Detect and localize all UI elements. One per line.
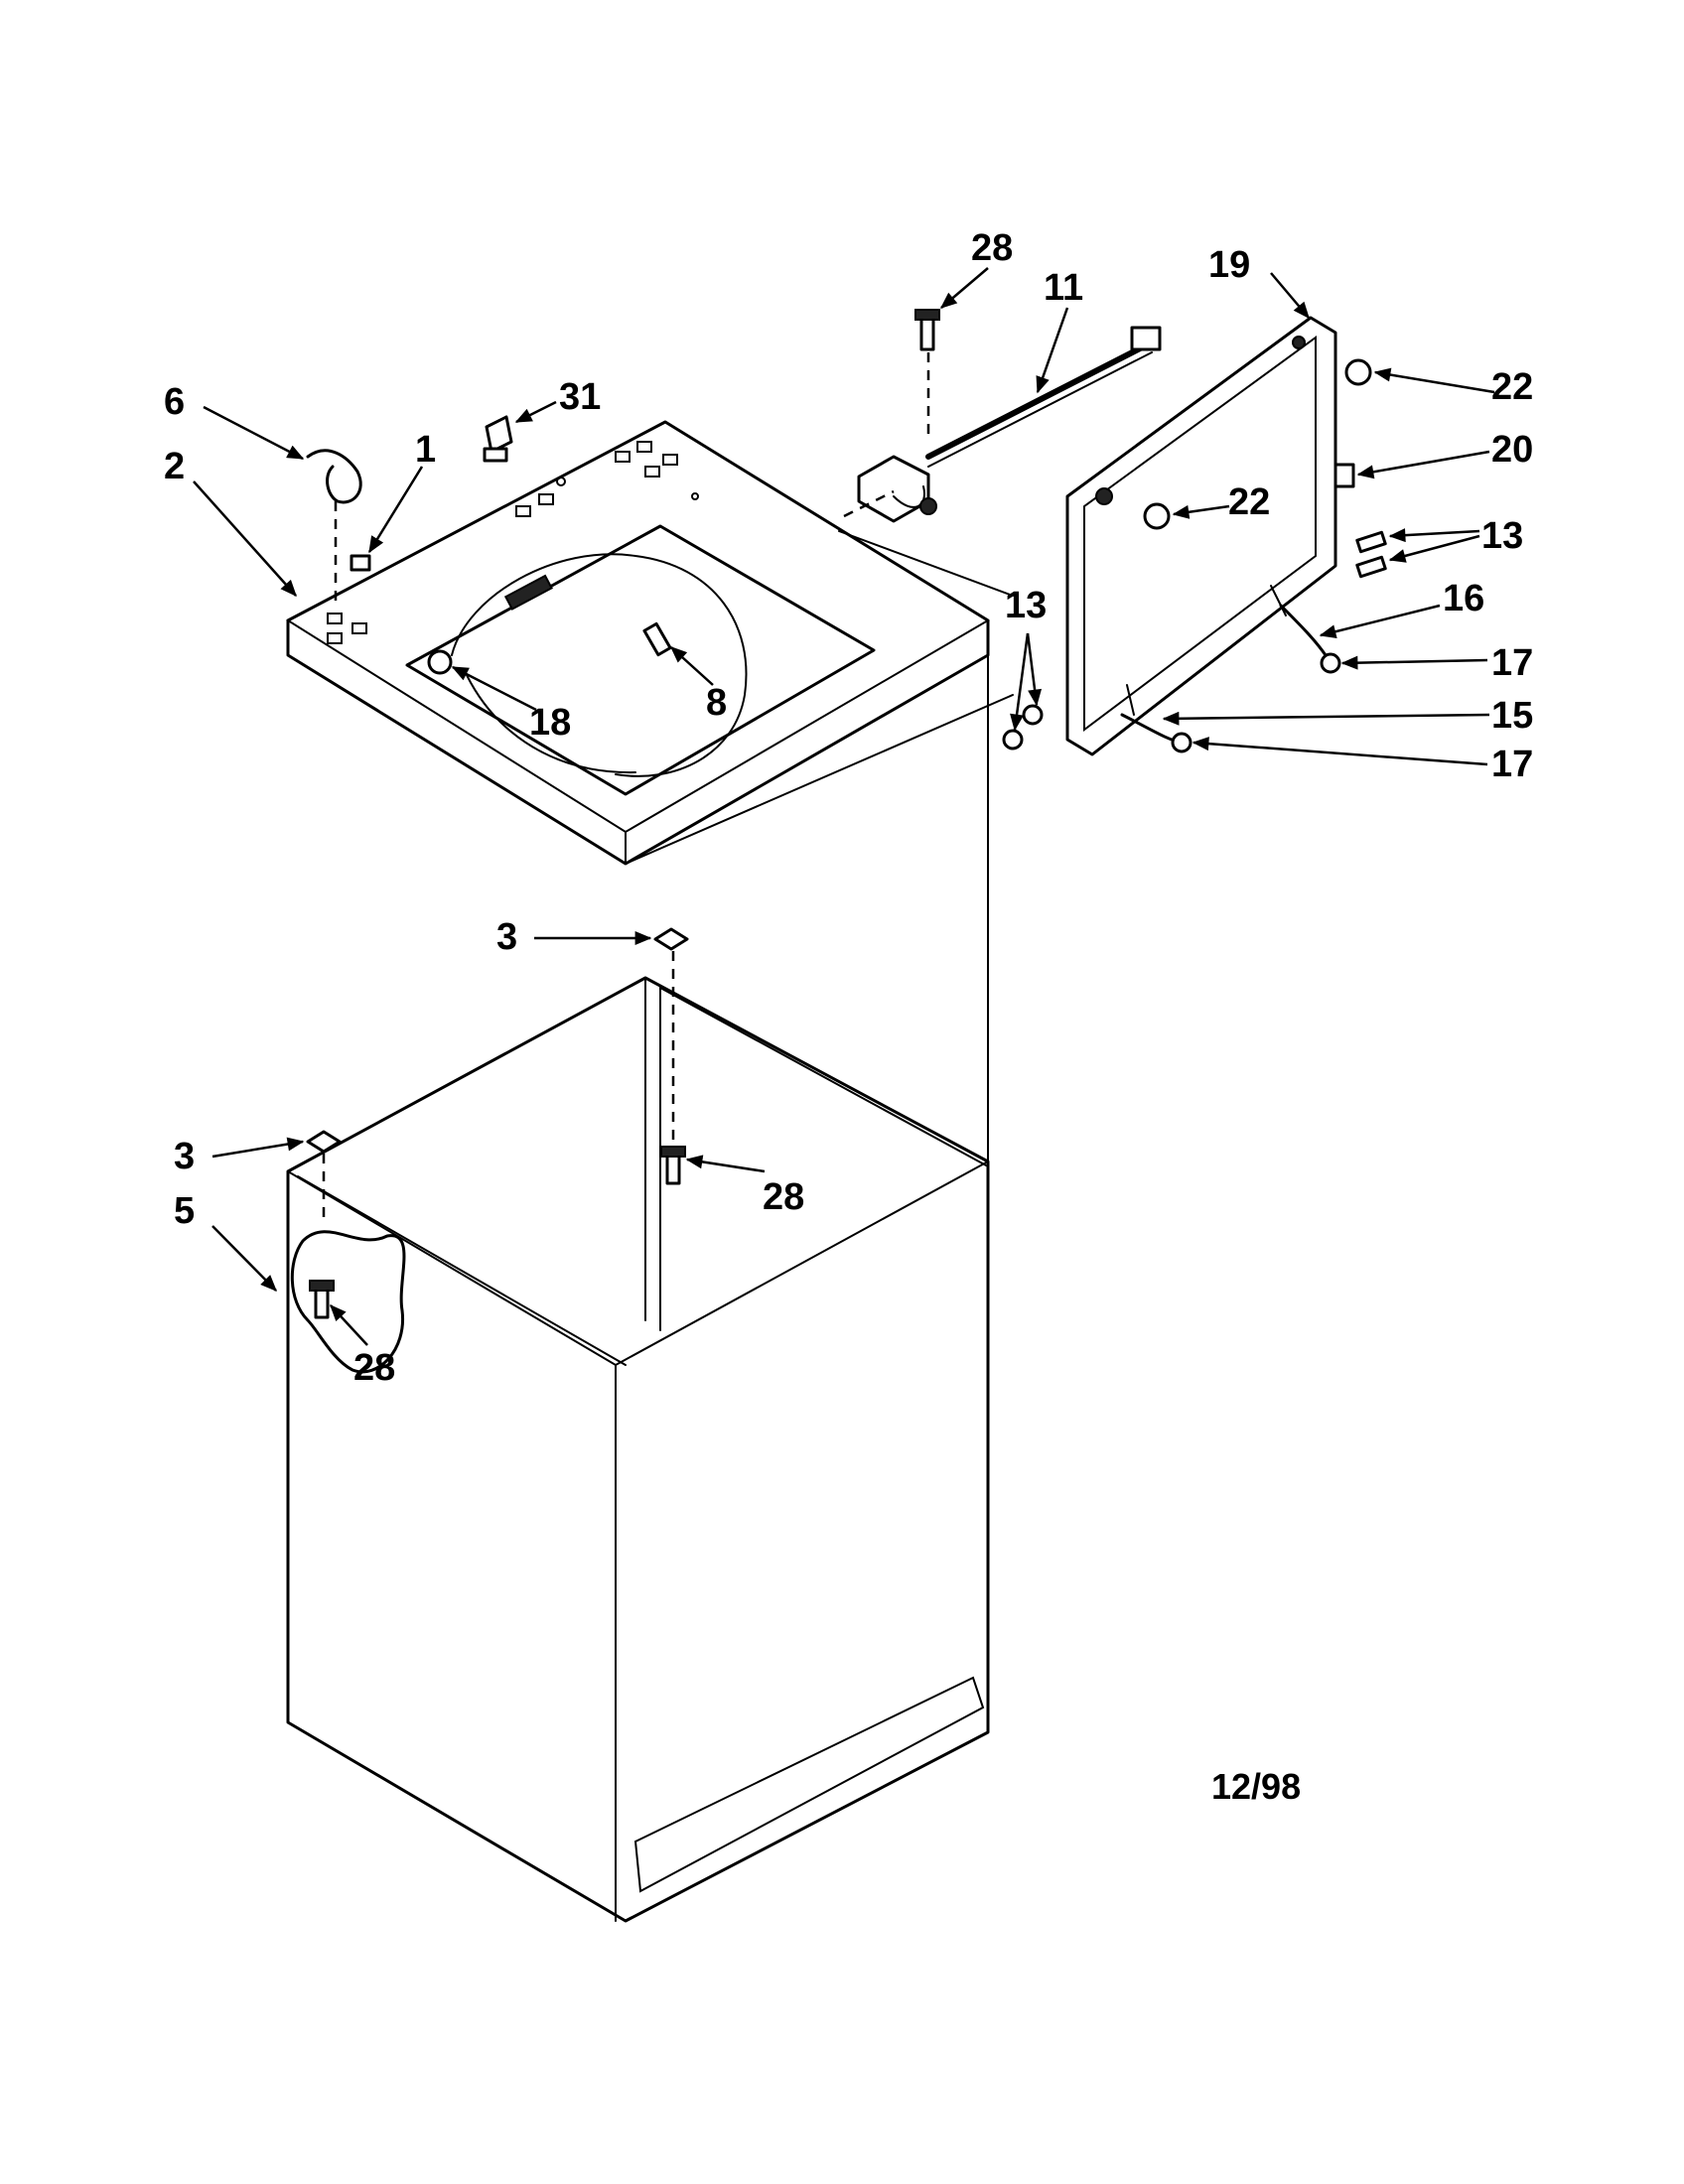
callout-17-a: 17 — [1491, 642, 1533, 684]
callout-11: 11 — [1044, 267, 1083, 309]
callout-6: 6 — [164, 381, 185, 423]
callout-13-a: 13 — [1481, 515, 1523, 557]
callout-16: 16 — [1443, 578, 1484, 619]
callout-19: 19 — [1208, 244, 1250, 286]
callout-5: 5 — [174, 1190, 195, 1232]
wiring-harness — [857, 326, 1162, 523]
callout-3-a: 3 — [496, 916, 517, 958]
callout-2: 2 — [164, 446, 185, 487]
cabinet — [286, 976, 990, 1923]
callout-18: 18 — [529, 702, 571, 744]
leader-lines — [193, 267, 1495, 1346]
callout-13-b: 13 — [1005, 585, 1047, 626]
callout-20: 20 — [1491, 429, 1533, 471]
callout-22-a: 22 — [1491, 366, 1533, 408]
callout-labels: 28 11 19 6 31 1 2 22 20 22 13 16 13 17 8… — [164, 227, 1533, 1807]
callout-15: 15 — [1491, 695, 1533, 737]
date-code: 12/98 — [1211, 1766, 1301, 1807]
assembly-lines — [322, 352, 930, 1221]
callout-28-top: 28 — [971, 227, 1013, 269]
top-panel — [285, 420, 990, 866]
callout-28-low: 28 — [353, 1347, 395, 1389]
callout-17-b: 17 — [1491, 744, 1533, 785]
cutaway-screw — [309, 1280, 335, 1319]
callout-22-b: 22 — [1228, 481, 1270, 523]
callout-8: 8 — [706, 682, 727, 724]
callout-31: 31 — [559, 376, 601, 418]
control-panel-frame — [1065, 316, 1337, 756]
callout-1: 1 — [415, 429, 436, 471]
cabinet-guide-lines — [625, 530, 1014, 1162]
callout-28-mid: 28 — [763, 1176, 804, 1218]
callout-3-b: 3 — [174, 1136, 195, 1177]
small-parts — [306, 309, 1387, 1185]
